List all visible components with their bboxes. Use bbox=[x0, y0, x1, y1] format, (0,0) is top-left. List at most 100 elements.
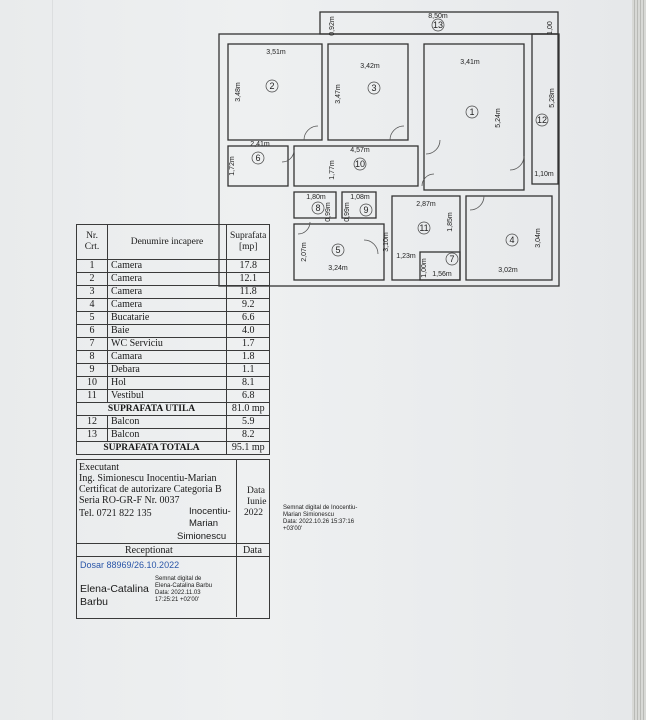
dim-room1-width: 3,41m bbox=[460, 59, 480, 66]
suprafata-totala-label: SUPRAFATA TOTALA bbox=[76, 441, 227, 455]
row-area: 9.2 bbox=[225, 298, 271, 312]
balcony-13-outline bbox=[319, 11, 559, 35]
room-area-table: Nr. Crt. Denumire incapere Suprafata [mp… bbox=[76, 224, 271, 455]
row-area: 1.1 bbox=[225, 363, 271, 377]
room-number-8: 8 bbox=[315, 203, 320, 213]
executant-label: Executant bbox=[79, 462, 119, 473]
dim-room5-width: 3,24m bbox=[328, 265, 348, 272]
row-area: 8.2 bbox=[225, 428, 271, 442]
dim-balcony12-width: 1,10m bbox=[534, 171, 554, 178]
row-area: 6.8 bbox=[225, 389, 271, 403]
row-area: 17.8 bbox=[225, 259, 271, 273]
row-separator bbox=[77, 556, 269, 557]
dim-room5-height: 2,07m bbox=[301, 242, 308, 262]
receptionat-name-1: Elena-Catalina bbox=[80, 583, 149, 595]
row-nr: 3 bbox=[76, 285, 108, 299]
dim-top-total: 8,50m bbox=[428, 13, 448, 20]
dim-room4-width: 3,02m bbox=[498, 267, 518, 274]
row-name: Camera bbox=[107, 272, 227, 286]
receptionat-data-label: Data bbox=[243, 545, 262, 556]
door-arc bbox=[281, 149, 295, 163]
dim-room4-height: 3,04m bbox=[535, 228, 542, 248]
room-8-outline bbox=[293, 191, 337, 219]
room-number-6: 6 bbox=[255, 153, 260, 163]
row-name: Bucatarie bbox=[107, 311, 227, 325]
floor-plan-drawing: 1 2 3 4 5 6 7 8 9 10 11 12 13 8,50m 0,92… bbox=[218, 11, 560, 287]
header-area: Suprafata [mp] bbox=[225, 224, 271, 260]
dim-balcony12-height: 5,28m bbox=[549, 88, 556, 108]
row-nr: 6 bbox=[76, 324, 108, 338]
balcony-12-outline bbox=[531, 33, 559, 185]
room-number-7: 7 bbox=[449, 254, 454, 264]
dim-hol-width: 4,57m bbox=[350, 147, 370, 154]
dim-hol-height: 1,77m bbox=[329, 160, 336, 180]
row-name: Balcon bbox=[107, 428, 227, 442]
row-name: WC Serviciu bbox=[107, 337, 227, 351]
door-arc bbox=[425, 139, 441, 155]
room-number-5: 5 bbox=[335, 245, 340, 255]
row-name: Camera bbox=[107, 298, 227, 312]
row-name: Vestibul bbox=[107, 389, 227, 403]
room-number-13: 13 bbox=[433, 20, 443, 30]
signature-block: Executant Ing. Simionescu Inocentiu-Mari… bbox=[76, 459, 270, 619]
room-number-1: 1 bbox=[469, 107, 474, 117]
door-arc bbox=[363, 239, 379, 255]
dim-vestibul-width: 2,87m bbox=[416, 201, 436, 208]
room-number-4: 4 bbox=[509, 235, 514, 245]
door-arc bbox=[389, 125, 405, 141]
door-arc bbox=[509, 155, 525, 171]
dim-room9-width: 1,08m bbox=[350, 194, 370, 201]
executant-signature-3: Simionescu bbox=[177, 531, 227, 542]
room-3-outline bbox=[327, 43, 409, 141]
row-nr: 13 bbox=[76, 428, 108, 442]
row-nr: 1 bbox=[76, 259, 108, 273]
row-nr: 10 bbox=[76, 376, 108, 390]
room-number-12: 12 bbox=[537, 115, 547, 125]
executant-cert: Certificat de autorizare Categoria B bbox=[79, 484, 222, 495]
rsig-line: 17:25:21 +02'00' bbox=[155, 597, 200, 603]
row-nr: 2 bbox=[76, 272, 108, 286]
dim-wc-width: 1,23m bbox=[396, 253, 416, 260]
receptionat-label: Receptionat bbox=[125, 545, 173, 556]
row-nr: 8 bbox=[76, 350, 108, 364]
room-number-3: 3 bbox=[371, 83, 376, 93]
row-name: Camera bbox=[107, 285, 227, 299]
dim-room6-width: 2,41m bbox=[250, 141, 270, 148]
row-name: Camera bbox=[107, 259, 227, 273]
row-name: Baie bbox=[107, 324, 227, 338]
executant-seria: Seria RO-GR-F Nr. 0037 bbox=[79, 495, 180, 506]
room-number-10: 10 bbox=[355, 159, 365, 169]
dim-wc-height: 1,00m bbox=[421, 258, 428, 278]
room-7-outline bbox=[419, 251, 461, 281]
esig-line: +03'00' bbox=[283, 526, 303, 532]
column-separator bbox=[236, 460, 237, 617]
executant-signature-2: Marian bbox=[189, 518, 219, 529]
dim-room3-height: 3,47m bbox=[335, 84, 342, 104]
row-nr: 5 bbox=[76, 311, 108, 325]
rsig-line: Elena-Catalina Barbu bbox=[155, 583, 213, 589]
row-name: Debara bbox=[107, 363, 227, 377]
row-nr: 9 bbox=[76, 363, 108, 377]
dim-room9-height: 0,99m bbox=[344, 202, 351, 222]
door-arc bbox=[303, 125, 319, 141]
room-number-11: 11 bbox=[419, 223, 428, 233]
esig-line: Semnat digital de Inocentiu- bbox=[283, 505, 358, 511]
dim-room6-height: 1,72m bbox=[229, 156, 236, 176]
suprafata-totala-row: SUPRAFATA TOTALA 95.1 mp bbox=[76, 441, 271, 455]
room-5-outline bbox=[293, 223, 385, 281]
row-area: 1.7 bbox=[225, 337, 271, 351]
row-area: 1.8 bbox=[225, 350, 271, 364]
executant-tel: Tel. 0721 822 135 bbox=[79, 508, 152, 519]
row-area: 4.0 bbox=[225, 324, 271, 338]
dim-room8-width: 1,80m bbox=[306, 194, 326, 201]
dim-room8-height: 0,99m bbox=[325, 202, 332, 222]
room-4-outline bbox=[465, 195, 553, 281]
